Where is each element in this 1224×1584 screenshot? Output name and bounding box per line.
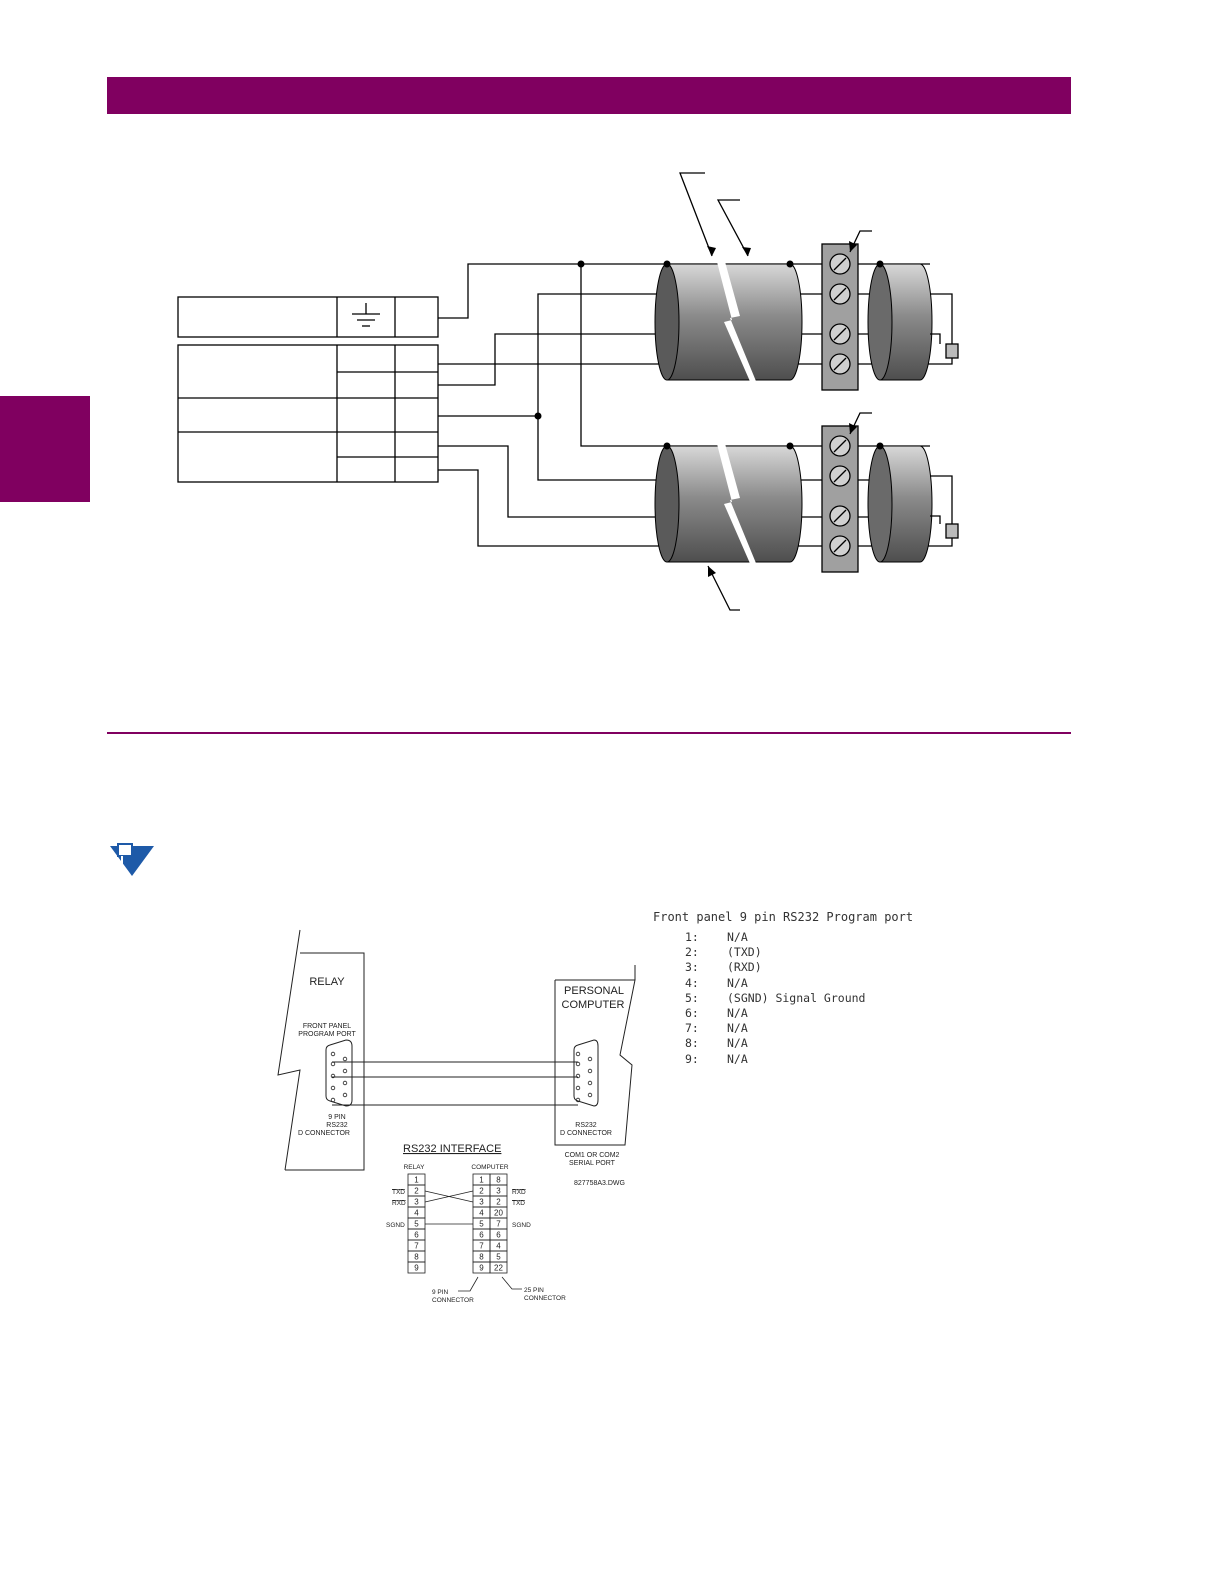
program-port-label: PROGRAM PORT <box>298 1031 356 1038</box>
drawing-id: 827758A3.DWG <box>574 1180 625 1187</box>
pc-label-2: COMPUTER <box>562 999 625 1011</box>
pinout-pin-number: 9: <box>685 1051 699 1066</box>
relay-pin-table-pin: 9 <box>414 1264 419 1273</box>
relay-label: RELAY <box>309 976 345 988</box>
pc25-pin-table-cell <box>489 1261 508 1274</box>
pinout-pin-description: (RXD) <box>727 960 762 975</box>
chapter-side-tab <box>0 396 90 502</box>
pc9-pin-table-pin: 4 <box>479 1209 484 1218</box>
pinout-pin-number: 3: <box>685 960 699 975</box>
pc-label-1: PERSONAL <box>564 985 624 997</box>
shielded-cable-bottom <box>654 440 933 568</box>
pc25-pin-table-pin: 6 <box>496 1231 501 1240</box>
pc25-pin-table-pin: 22 <box>494 1264 503 1273</box>
pinout-pin-number: 5: <box>685 990 699 1005</box>
pinout-pin-description: N/A <box>727 930 748 944</box>
relay-pin-table-pin: 5 <box>414 1220 419 1229</box>
pinout-row: 4: N/A <box>653 976 953 991</box>
pinout-pin-number: 8: <box>685 1036 699 1051</box>
pinout-pin-number: 6: <box>685 1006 699 1021</box>
shielded-cable-top <box>654 258 933 386</box>
pinout-pin-number: 1: <box>685 930 699 944</box>
pinout-pin-description: N/A <box>727 1021 748 1036</box>
pinout-pin-description: N/A <box>727 1006 748 1021</box>
com-port-label: COM1 OR COM2 <box>565 1152 620 1159</box>
relay-dconn-label: D CONNECTOR <box>298 1130 350 1137</box>
pc25-pin-table-pin: 5 <box>496 1253 501 1262</box>
rs485-wiring-diagram <box>177 172 959 611</box>
pinout-pin-description: (TXD) <box>727 945 762 960</box>
pc9-pin-table-pin: 9 <box>479 1264 484 1273</box>
note-pin-icon <box>110 843 154 876</box>
relay-col-label: RELAY <box>404 1164 425 1171</box>
pc-rs232-label: RS232 <box>575 1122 597 1129</box>
section-header-bar <box>107 77 1071 114</box>
pc9-pin-table-pin: 8 <box>479 1253 484 1262</box>
relay-pin-table-pin: 3 <box>414 1198 419 1207</box>
pinout-row: 6: N/A <box>653 1006 953 1021</box>
pin9-label-1: 9 PIN <box>432 1289 449 1296</box>
pc9-pin-table-pin: 5 <box>479 1220 484 1229</box>
pc25-pin-table-pin: 4 <box>496 1242 501 1251</box>
section-divider <box>107 732 1071 734</box>
relay-pin-table-pin: 8 <box>414 1253 419 1262</box>
relay-pin-table-pin: 7 <box>414 1242 419 1251</box>
pinout-row: 3: (RXD) <box>653 960 953 975</box>
relay-pin-table-pin: 6 <box>414 1231 419 1240</box>
pin9-label-2: CONNECTOR <box>432 1297 474 1304</box>
relay-rxd-label: RXD <box>392 1200 406 1207</box>
relay-pin-table-pin: 2 <box>414 1187 419 1196</box>
pc25-pin-table-pin: 2 <box>496 1198 501 1207</box>
relay-9pin-label: 9 PIN <box>328 1114 346 1121</box>
relay-pin-table-pin: 1 <box>414 1176 419 1185</box>
pinout-pin-description: (SGND) Signal Ground <box>727 990 866 1005</box>
interface-title: RS232 INTERFACE <box>403 1143 501 1155</box>
pinout-pin-number: 2: <box>685 945 699 960</box>
pinout-title: Front panel 9 pin RS232 Program port <box>653 910 914 924</box>
pin25-label-2: CONNECTOR <box>524 1295 566 1302</box>
pc9-pin-table-pin: 1 <box>479 1176 484 1185</box>
pinout-pin-number: 4: <box>685 975 699 990</box>
pinout-pin-description: N/A <box>727 1051 748 1066</box>
relay-pin-table-pin: 4 <box>414 1209 419 1218</box>
pc-dconn-label: D CONNECTOR <box>560 1130 612 1137</box>
pc25-pin-table-pin: 8 <box>496 1176 501 1185</box>
pc9-pin-table-pin: 3 <box>479 1198 484 1207</box>
pc9-pin-table-pin: 6 <box>479 1231 484 1240</box>
pc25-pin-table-pin: 20 <box>494 1209 503 1218</box>
pinout-row: 1: N/A <box>653 930 953 945</box>
pinout-row: 9: N/A <box>653 1052 953 1067</box>
pc-txd-label: TXD <box>512 1200 525 1207</box>
relay-sgnd-label: SGND <box>386 1222 405 1229</box>
pinout-list: Front panel 9 pin RS232 Program port 1: N… <box>653 910 953 1067</box>
relay-pin-table-cell <box>407 1261 426 1274</box>
pinout-row: 2: (TXD) <box>653 945 953 960</box>
front-panel-label: FRONT PANEL <box>303 1023 351 1030</box>
pc-rxd-label: RXD <box>512 1189 526 1196</box>
pc25-pin-table-pin: 7 <box>496 1220 501 1229</box>
pinout-row: 7: N/A <box>653 1021 953 1036</box>
pin-tables: 1 2 3 4 5 6 7 8 9 1 2 3 4 5 6 7 8 9 8 3 2 20 7 6 4 5 22 <box>407 1173 508 1274</box>
relay-txd-label: TXD <box>392 1189 405 1196</box>
computer-col-label: COMPUTER <box>471 1164 509 1171</box>
pc9-pin-table-pin: 7 <box>479 1242 484 1251</box>
pinout-pin-number: 7: <box>685 1021 699 1036</box>
pc9-pin-table-pin: 2 <box>479 1187 484 1196</box>
pinout-row: 5: (SGND) Signal Ground <box>653 991 953 1006</box>
serial-port-label: SERIAL PORT <box>569 1160 616 1167</box>
relay-rs232-label: RS232 <box>326 1122 348 1129</box>
pin25-label-1: 25 PIN <box>524 1287 544 1294</box>
pinout-pin-description: N/A <box>727 975 748 990</box>
pinout-row: 8: N/A <box>653 1036 953 1051</box>
pc25-pin-table-pin: 3 <box>496 1187 501 1196</box>
pinout-pin-description: N/A <box>727 1036 748 1051</box>
pc-sgnd-label: SGND <box>512 1222 531 1229</box>
